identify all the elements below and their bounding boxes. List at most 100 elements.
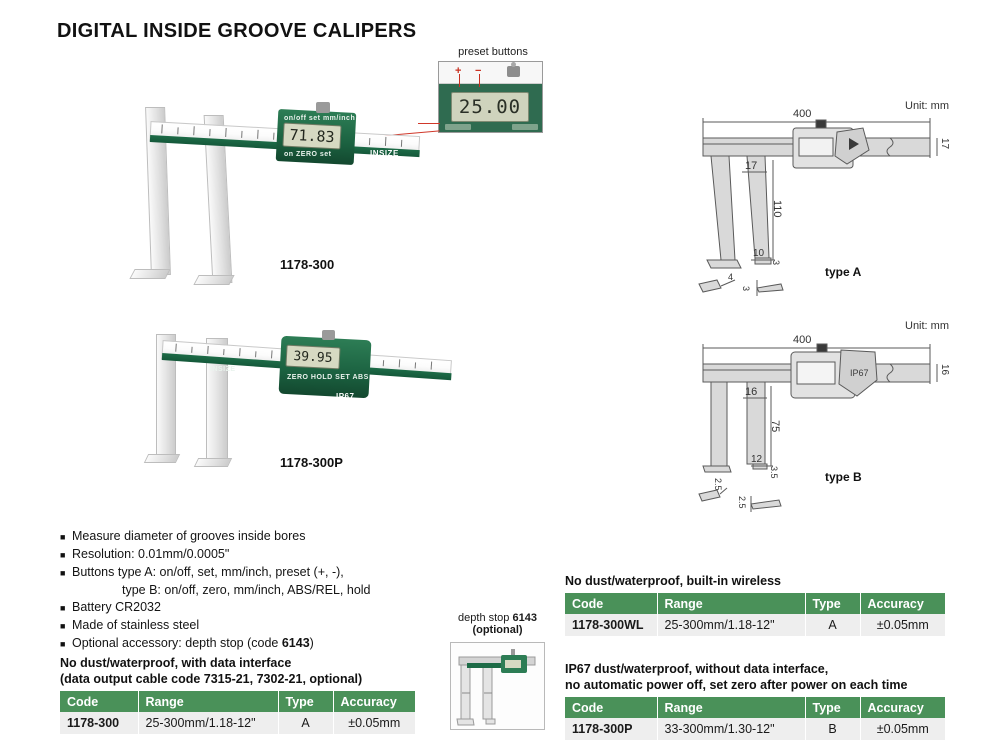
- technical-drawing-type-a: Unit: mm: [685, 100, 955, 300]
- features-list: ■ Measure diameter of grooves inside bor…: [60, 528, 490, 653]
- type-label-a: type A: [825, 265, 862, 279]
- svg-text:IP67: IP67: [850, 368, 869, 378]
- bullet-square-icon: ■: [60, 603, 66, 613]
- product-photo-1178-300: 71.83 on/off set mm/inch on ZERO set INS…: [120, 85, 421, 285]
- col-header-range: Range: [657, 593, 806, 614]
- feature-text-suffix: ): [309, 636, 314, 650]
- detail-button-right: [512, 124, 538, 130]
- lcd-value: 71.83: [288, 125, 336, 147]
- spec-title-line-1: No dust/waterproof, built-in wireless: [565, 574, 781, 588]
- spec-table: Code Range Type Accuracy 1178-300 25-300…: [60, 691, 415, 734]
- dim-detail-a-type-a: 4: [728, 272, 734, 282]
- thumb-roller-p: [322, 330, 335, 340]
- spec-table: Code Range Type Accuracy 1178-300WL 25-3…: [565, 593, 945, 636]
- dim-jaw-width-type-b: 16: [745, 386, 758, 398]
- col-header-code: Code: [60, 691, 139, 712]
- fixed-jaw-foot: [129, 269, 171, 279]
- depth-stop-illustration-icon: [456, 649, 536, 726]
- preset-minus-arrow-icon: [479, 74, 480, 87]
- spec-title-line-1: IP67 dust/waterproof, without data inter…: [565, 662, 829, 676]
- preset-buttons-detail-image: + − 25.00: [438, 61, 543, 133]
- table-row: 1178-300WL 25-300mm/1.18-12" A ±0.05mm: [565, 614, 945, 636]
- dim-detail-b-type-b: 2.5: [737, 496, 747, 509]
- dim-detail-a-type-b: 2.5: [713, 478, 723, 491]
- detail-button-row: [445, 124, 538, 130]
- depth-stop-image: [450, 642, 545, 730]
- depth-stop-callout: depth stop 6143 (optional): [435, 612, 560, 730]
- dim-tip-thickness-type-a: 3: [771, 260, 781, 266]
- feature-item-optional-accessory: ■ Optional accessory: depth stop (code 6…: [60, 635, 490, 653]
- col-header-accuracy: Accuracy: [860, 697, 945, 718]
- dim-jaw-width-type-a: 17: [745, 160, 758, 172]
- type-a-outline-icon: [702, 118, 938, 269]
- feature-code: 6143: [281, 636, 310, 650]
- depth-stop-code: 6143: [512, 612, 537, 624]
- dim-tip-thickness-type-b: 3.5: [769, 466, 779, 479]
- cell-code: 1178-300P: [565, 718, 658, 740]
- col-header-code: Code: [565, 593, 658, 614]
- bullet-square-icon: ■: [60, 532, 66, 542]
- dim-jaw-depth-type-b: 75: [769, 420, 781, 433]
- cell-accuracy: ±0.05mm: [860, 718, 945, 740]
- cell-range: 25-300mm/1.18-12": [138, 712, 279, 734]
- table-header-row: Code Range Type Accuracy: [565, 697, 945, 718]
- col-header-type: Type: [278, 691, 334, 712]
- type-label-b: type B: [825, 470, 862, 484]
- product-caption-1178-300: 1178-300: [280, 257, 335, 272]
- bullet-square-icon: ■: [60, 639, 66, 649]
- bullet-square-icon: ■: [60, 621, 66, 631]
- ip67-badge: IP67: [336, 392, 355, 401]
- technical-drawing-type-b: Unit: mm: [685, 320, 955, 520]
- cell-code: 1178-300WL: [565, 614, 658, 636]
- preset-minus-marker: −: [475, 65, 482, 77]
- unit-label-type-b: Unit: mm: [905, 320, 949, 332]
- dim-beam-height-type-a: 17: [939, 138, 950, 150]
- product-caption-1178-300p: 1178-300P: [280, 455, 343, 470]
- dim-beam-height-type-b: 16: [939, 364, 950, 376]
- table-row: 1178-300P 33-300mm/1.30-12" B ±0.05mm: [565, 718, 945, 740]
- type-b-detail-views-icon: [698, 487, 782, 512]
- page-title: DIGITAL INSIDE GROOVE CALIPERS: [57, 20, 417, 42]
- spec-table-block-ip67: IP67 dust/waterproof, without data inter…: [565, 661, 945, 740]
- fixed-jaw-foot-p: [143, 454, 181, 463]
- detail-button-left: [445, 124, 471, 130]
- lcd-value-p: 39.95: [293, 348, 333, 366]
- spec-title-line-1: No dust/waterproof, with data interface: [60, 656, 292, 670]
- dim-length-type-b: 400: [793, 334, 812, 346]
- feature-text: Made of stainless steel: [72, 618, 200, 632]
- dim-tip-width-type-a: 10: [753, 248, 765, 259]
- col-header-code: Code: [565, 697, 658, 718]
- dim-length-type-a: 400: [793, 108, 812, 120]
- depth-stop-label: depth stop: [458, 612, 513, 624]
- cell-range: 25-300mm/1.18-12": [657, 614, 806, 636]
- feature-item: ■ Made of stainless steel: [60, 617, 490, 635]
- feature-subline-type-b: type B: on/off, zero, mm/inch, ABS/REL, …: [122, 583, 371, 597]
- lcd-display: 71.83: [282, 122, 342, 150]
- spec-table: Code Range Type Accuracy 1178-300P 33-30…: [565, 697, 945, 740]
- head-button-labels-p: ZERO HOLD SET ABS: [287, 374, 369, 381]
- feature-text: Measure diameter of grooves inside bores: [72, 529, 306, 543]
- cell-accuracy: ±0.05mm: [333, 712, 415, 734]
- col-header-accuracy: Accuracy: [860, 593, 945, 614]
- product-photo-1178-300p: 39.95 ZERO HOLD SET ABS IP67 INSIZE 1178…: [140, 320, 470, 485]
- preset-plus-marker: +: [455, 65, 462, 77]
- cell-range: 33-300mm/1.30-12": [657, 718, 806, 740]
- spec-table-block-wireless: No dust/waterproof, built-in wireless Co…: [565, 573, 945, 636]
- preset-buttons-callout: preset buttons + − 25.00: [438, 46, 558, 133]
- feature-text-prefix: Optional accessory: depth stop (code: [72, 636, 282, 650]
- col-header-accuracy: Accuracy: [333, 691, 415, 712]
- preset-buttons-label: preset buttons: [458, 46, 528, 58]
- feature-item: ■ Measure diameter of grooves inside bor…: [60, 528, 490, 546]
- movable-jaw-foot: [193, 275, 235, 285]
- thumb-roller: [316, 102, 330, 113]
- cell-type: A: [805, 614, 861, 636]
- preset-plus-arrow-icon: [459, 74, 460, 87]
- bullet-square-icon: ■: [60, 550, 66, 560]
- unit-label-type-a: Unit: mm: [905, 100, 949, 112]
- dim-detail-b-type-a: 3: [741, 286, 751, 292]
- table-header-row: Code Range Type Accuracy: [565, 593, 945, 614]
- head-button-labels: on/off set mm/inch: [284, 115, 356, 122]
- type-a-detail-views-icon: [698, 279, 784, 296]
- feature-item: ■ Battery CR2032: [60, 599, 490, 617]
